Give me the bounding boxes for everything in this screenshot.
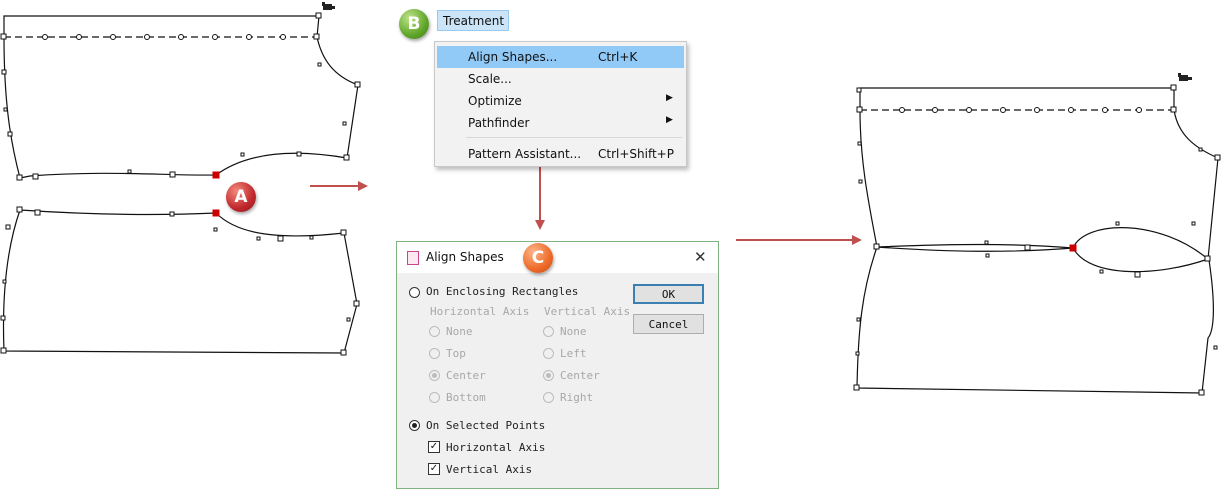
radio-horizontal-none[interactable]	[429, 326, 440, 337]
vertical-axis-check-label: Vertical Axis	[446, 463, 533, 476]
radio-vertical-right[interactable]	[543, 392, 554, 403]
horizontal-axis-group-label: Horizontal Axis	[430, 305, 530, 318]
cancel-button[interactable]: Cancel	[633, 314, 704, 334]
treatment-menu-panel: Align Shapes... Ctrl+K Scale... Optimize…	[434, 41, 687, 167]
option-label: Center	[446, 369, 486, 382]
radio-vertical-center[interactable]	[543, 370, 554, 381]
menu-item-pattern-assistant[interactable]: Pattern Assistant... Ctrl+Shift+P	[437, 143, 684, 165]
treatment-menu-title[interactable]: Treatment	[437, 10, 509, 31]
menu-item-pathfinder[interactable]: Pathfinder ▶	[437, 112, 684, 134]
menu-item-label: Pathfinder	[468, 116, 530, 130]
step-badge-c: C	[523, 243, 553, 273]
option-label: Top	[446, 347, 466, 360]
menu-item-scale[interactable]: Scale...	[437, 68, 684, 90]
menu-item-align-shapes[interactable]: Align Shapes... Ctrl+K	[437, 46, 684, 68]
menu-item-optimize[interactable]: Optimize ▶	[437, 90, 684, 112]
pattern-piece-merged-right[interactable]	[856, 87, 1219, 394]
pattern-piece-upper-left-points	[0, 12, 361, 181]
option-label: None	[446, 325, 473, 338]
hand-cursor-icon	[1178, 73, 1192, 81]
radio-selected-points[interactable]	[409, 420, 420, 431]
menu-separator	[466, 137, 682, 138]
pattern-piece-lower-left-points	[0, 206, 360, 356]
menu-item-label: Scale...	[468, 72, 512, 86]
dialog-title: Align Shapes	[426, 250, 504, 264]
menu-item-shortcut: Ctrl+K	[598, 50, 638, 64]
option-label: Right	[560, 391, 594, 404]
radio-vertical-left[interactable]	[543, 348, 554, 359]
selected-point-merged[interactable]	[1069, 244, 1077, 252]
align-shapes-dialog-icon	[407, 251, 419, 265]
menu-item-shortcut: Ctrl+Shift+P	[598, 147, 674, 161]
option-label: None	[560, 325, 587, 338]
step-badge-a: A	[226, 182, 256, 212]
menu-item-label: Optimize	[468, 94, 522, 108]
option-label: Bottom	[446, 391, 486, 404]
step-badge-b: B	[399, 9, 429, 39]
vertical-axis-group-label: Vertical Axis	[544, 305, 631, 318]
pattern-piece-lower-left[interactable]	[2, 209, 358, 354]
selected-points-label: On Selected Points	[426, 419, 546, 432]
option-label: Center	[560, 369, 600, 382]
selected-point-lower-left[interactable]	[212, 209, 220, 217]
selected-point-upper-left[interactable]	[212, 171, 220, 179]
chevron-right-icon: ▶	[666, 93, 673, 103]
radio-vertical-none[interactable]	[543, 326, 554, 337]
align-shapes-dialog: Align Shapes ✕ On Enclosing Rectangles H…	[396, 241, 719, 489]
radio-enclosing-rectangles[interactable]	[409, 287, 420, 298]
ok-button[interactable]: OK	[633, 284, 704, 304]
chevron-right-icon: ▶	[666, 115, 673, 125]
hand-cursor-icon	[322, 2, 335, 10]
horizontal-axis-check-label: Horizontal Axis	[446, 441, 546, 454]
close-icon[interactable]: ✕	[694, 248, 707, 266]
pattern-piece-upper-left[interactable]	[3, 15, 359, 179]
menu-item-label: Align Shapes...	[468, 50, 558, 64]
pattern-piece-merged-right-points	[853, 84, 1221, 396]
checkbox-horizontal-axis[interactable]: ✓	[428, 441, 440, 453]
radio-horizontal-bottom[interactable]	[429, 392, 440, 403]
checkbox-vertical-axis[interactable]: ✓	[428, 463, 440, 475]
radio-horizontal-top[interactable]	[429, 348, 440, 359]
option-label: Left	[560, 347, 587, 360]
menu-item-label: Pattern Assistant...	[468, 147, 582, 161]
enclosing-rectangles-label: On Enclosing Rectangles	[426, 285, 579, 298]
dialog-titlebar: Align Shapes ✕	[397, 242, 718, 273]
radio-horizontal-center[interactable]	[429, 370, 440, 381]
